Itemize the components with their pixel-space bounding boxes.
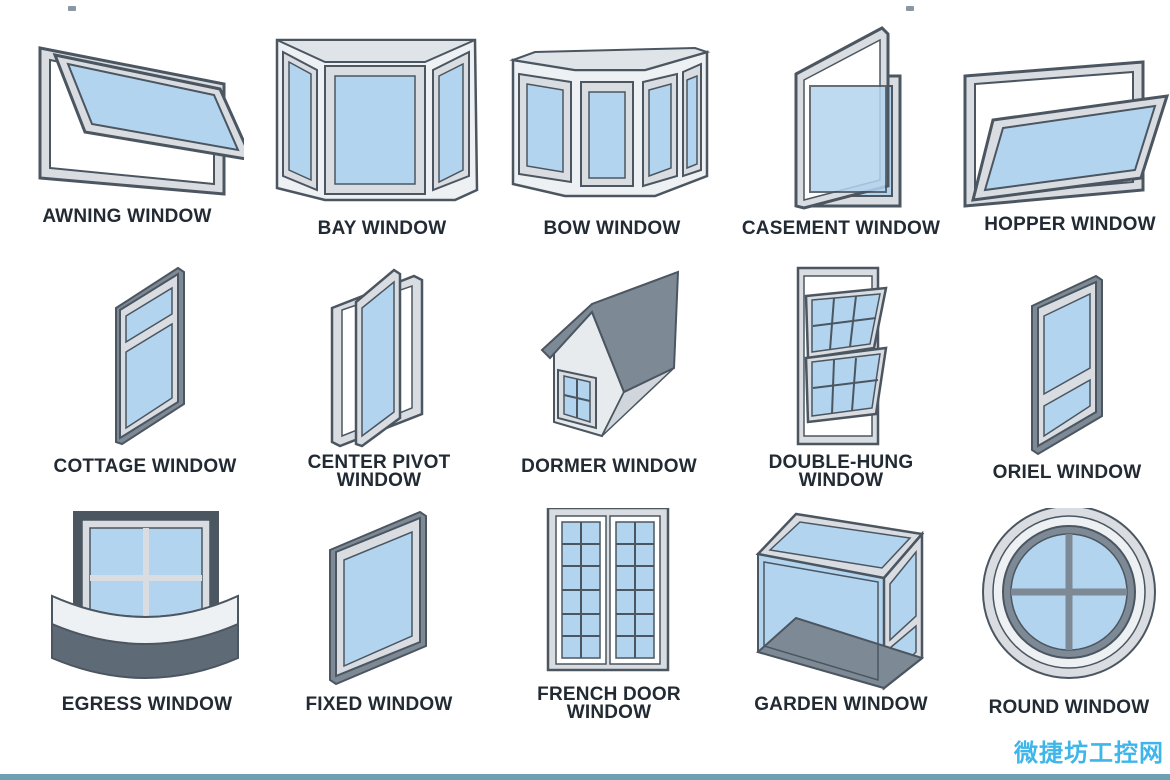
awning-window-icon [38,46,244,196]
oriel-window-card: ORIEL WINDOW [950,258,1170,514]
bay-window-label: BAY WINDOW [317,218,447,239]
oriel-window-label: ORIEL WINDOW [992,462,1142,483]
round-window-card: ROUND WINDOW [952,508,1170,764]
hopper-window-card: HOPPER WINDOW [953,0,1170,256]
center-pivot-window-card: CENTER PIVOT WINDOW [262,258,496,514]
hopper-window-icon [963,60,1170,208]
awning-window-card: AWNING WINDOW [10,0,244,256]
double-hung-window-icon [796,266,888,446]
cottage-window-card: COTTAGE WINDOW [28,258,262,514]
cottage-window-label: COTTAGE WINDOW [53,456,237,477]
bottom-bar [0,774,1170,780]
dormer-window-card: DORMER WINDOW [492,258,726,514]
center-pivot-window-label: CENTER PIVOT WINDOW [307,452,451,491]
french-door-window-label: FRENCH DOOR WINDOW [537,684,681,723]
dormer-window-icon [540,270,680,438]
cottage-window-icon [115,266,185,446]
watermark-text: 微捷坊工控网 [1014,739,1164,767]
bow-window-icon [509,46,711,198]
fixed-window-icon [329,510,427,686]
french-door-window-card: FRENCH DOOR WINDOW [492,508,726,764]
bow-window-card: BOW WINDOW [495,0,729,256]
oriel-window-icon [1031,274,1103,456]
egress-window-icon [51,511,239,679]
garden-window-card: GARDEN WINDOW [724,508,958,764]
awning-window-label: AWNING WINDOW [42,206,212,227]
double-hung-window-card: DOUBLE-HUNG WINDOW [724,258,958,514]
top-marker-right [906,6,914,11]
french-door-window-icon [546,508,670,672]
bow-window-label: BOW WINDOW [543,218,681,239]
bay-window-card: BAY WINDOW [265,0,499,256]
garden-window-icon [755,512,925,691]
fixed-window-card: FIXED WINDOW [262,508,496,764]
top-marker-left [68,6,76,11]
center-pivot-window-icon [330,268,424,448]
dormer-window-label: DORMER WINDOW [521,456,697,477]
egress-window-label: EGRESS WINDOW [61,694,233,715]
egress-window-card: EGRESS WINDOW [30,508,264,764]
hopper-window-label: HOPPER WINDOW [984,214,1156,235]
fixed-window-label: FIXED WINDOW [305,694,453,715]
double-hung-window-label: DOUBLE-HUNG WINDOW [768,452,914,491]
round-window-label: ROUND WINDOW [988,697,1150,718]
bay-window-icon [275,38,479,202]
round-window-icon [982,508,1156,679]
garden-window-label: GARDEN WINDOW [754,694,928,715]
casement-window-icon [794,26,902,210]
casement-window-label: CASEMENT WINDOW [741,218,941,239]
casement-window-card: CASEMENT WINDOW [724,0,958,256]
